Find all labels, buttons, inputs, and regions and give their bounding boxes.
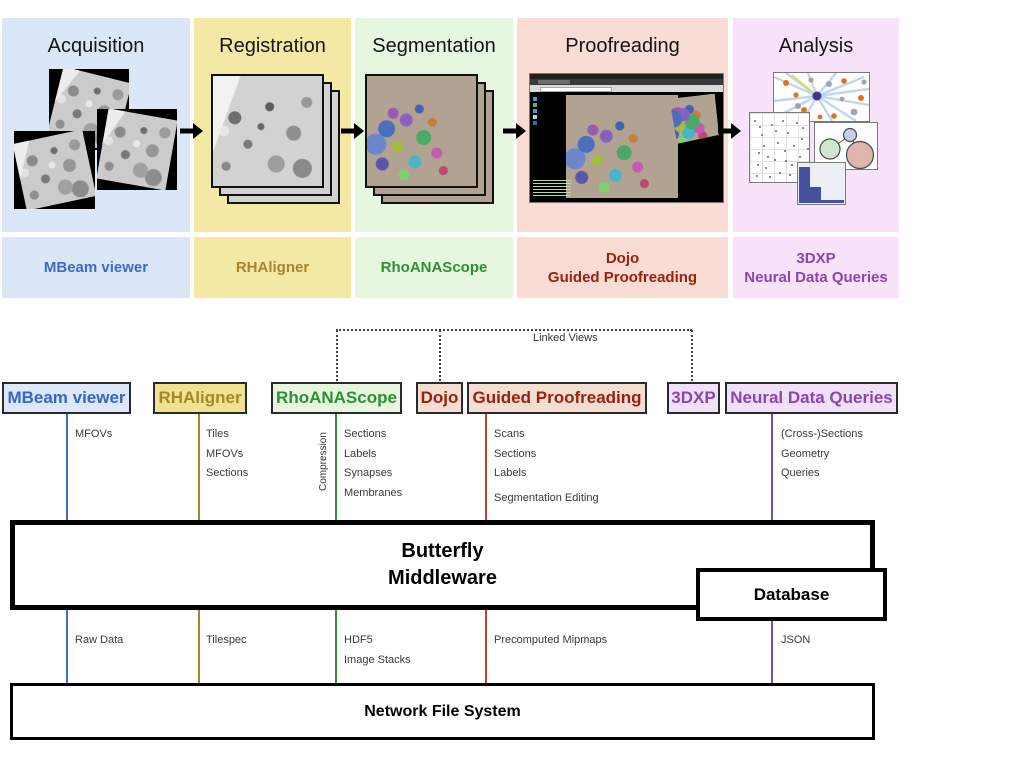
component-guided-proofreading: Guided Proofreading — [467, 382, 647, 414]
tool-icon-strip — [533, 97, 537, 127]
linked-views-connector-drop — [691, 330, 693, 381]
flow-label-segmentation-editing: Segmentation Editing — [494, 492, 599, 504]
flow-label-mipmaps: Precomputed Mipmaps — [494, 634, 608, 646]
histogram-thumbnail — [797, 162, 846, 205]
flow-label-tilespec: Tilespec — [206, 634, 247, 646]
stage-analysis-picture: Analysis — [733, 18, 899, 232]
central-node — [812, 91, 822, 101]
flow-arrow-icon — [180, 123, 203, 139]
stage-acquisition-picture: Acquisition — [2, 18, 190, 232]
flow-label-queries: (Cross-)Sections Geometry Queries — [781, 428, 863, 479]
flow-label-rhaligner: Tiles MFOVs Sections — [206, 428, 249, 479]
stage-tool-segmentation: RhoANAScope — [355, 237, 513, 298]
json-line — [771, 621, 773, 683]
component-rhoanascope: RhoANAScope — [271, 382, 402, 414]
url-field — [540, 87, 612, 92]
aligned-stack-sheet — [211, 74, 324, 188]
linked-views-connector — [336, 329, 692, 331]
em-tile-image — [97, 109, 177, 190]
stage-tool-proofreading: Dojo Guided Proofreading — [517, 237, 728, 298]
em-tile-texture — [14, 131, 95, 209]
browser-tab — [538, 80, 570, 84]
component-neural-data-queries: Neural Data Queries — [725, 382, 898, 414]
component-rhaligner: RHAligner — [153, 382, 247, 414]
raw-data-line — [66, 609, 68, 683]
stage-registration-picture: Registration — [194, 18, 351, 232]
browser-tab-bar — [530, 79, 723, 85]
queries-middleware-line — [771, 414, 773, 520]
tool-icon — [533, 97, 537, 101]
component-3dxp: 3DXP — [667, 382, 720, 414]
flow-label-proofreading: Scans Sections Labels — [494, 428, 537, 479]
histogram — [799, 167, 844, 203]
flow-arrow-icon — [341, 123, 364, 139]
network-graph — [773, 72, 870, 123]
flow-arrow-icon — [718, 123, 741, 139]
rhoanascope-middleware-line — [335, 414, 337, 520]
mipmaps-line — [485, 609, 487, 683]
mbeam-middleware-line — [66, 414, 68, 520]
stage-segmentation-picture: Segmentation — [355, 18, 513, 232]
tool-icon — [533, 115, 537, 119]
flow-arrow-icon — [503, 123, 526, 139]
component-mbeam-viewer: MBeam viewer — [2, 382, 131, 414]
node-link-thumbnail — [814, 122, 878, 170]
stage-tool-acquisition: MBeam viewer — [2, 237, 190, 298]
linked-views-connector-drop — [336, 330, 338, 381]
linked-views-connector-drop — [439, 330, 441, 381]
flow-label-mbeam: MFOVs — [75, 428, 113, 440]
log-text — [533, 180, 571, 197]
linked-views-label: Linked Views — [533, 332, 598, 344]
flow-label-hdf5: HDF5 Image Stacks — [344, 634, 411, 666]
stage-title-proofreading: Proofreading — [565, 35, 680, 57]
stage-title-acquisition: Acquisition — [47, 35, 145, 57]
window-title-bar — [530, 74, 723, 79]
stage-title-registration: Registration — [219, 35, 326, 57]
stage-tool-analysis: 3DXP Neural Data Queries — [733, 237, 899, 298]
stage-proofreading-picture: Proofreading — [517, 18, 728, 232]
tool-icon — [533, 109, 537, 113]
tool-icon — [533, 103, 537, 107]
stage-tool-registration: RHAligner — [194, 237, 351, 298]
database-box: Database — [696, 568, 887, 621]
component-dojo: Dojo — [416, 382, 463, 414]
flow-label-raw-data: Raw Data — [75, 634, 124, 646]
hdf5-line — [335, 609, 337, 683]
flow-label-json: JSON — [781, 634, 811, 646]
browser-address-bar — [530, 85, 723, 92]
proofreading-middleware-line — [485, 414, 487, 520]
tilespec-line — [198, 609, 200, 683]
compression-label: Compression — [318, 432, 329, 491]
em-tile-texture — [97, 109, 177, 190]
segmentation-stack-sheet — [365, 74, 478, 188]
network-file-system-box: Network File System — [10, 683, 875, 740]
flow-label-rhoanascope: Sections Labels Synapses Membranes — [344, 428, 403, 499]
network-graph-thumbnail — [773, 72, 870, 123]
segmentation-view — [566, 95, 678, 198]
node-link-diagram — [819, 127, 875, 170]
tool-icon — [533, 121, 537, 125]
stage-title-analysis: Analysis — [778, 35, 854, 57]
em-tile-image — [14, 131, 95, 209]
rhaligner-middleware-line — [198, 414, 200, 520]
dojo-browser-screenshot — [529, 73, 724, 203]
stage-title-segmentation: Segmentation — [372, 35, 496, 57]
